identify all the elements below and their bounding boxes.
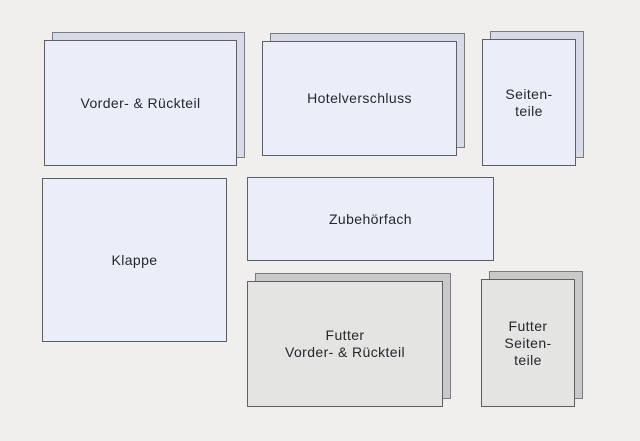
piece-label: Vorder- & Rückteil bbox=[80, 94, 201, 111]
piece-label: Futter Seiten- teile bbox=[504, 317, 552, 368]
pattern-piece-klappe: Klappe bbox=[42, 178, 227, 342]
pattern-piece-hotelverschluss: Hotelverschluss bbox=[262, 33, 465, 156]
pattern-piece-zubehoerfach: Zubehörfach bbox=[247, 177, 494, 261]
pattern-piece-futter-vorder-rueckteil: Futter Vorder- & Rückteil bbox=[247, 273, 451, 407]
piece-face: Futter Vorder- & Rückteil bbox=[247, 281, 443, 407]
piece-label: Futter Vorder- & Rückteil bbox=[284, 327, 406, 360]
pattern-piece-seitenteile: Seiten- teile bbox=[482, 31, 584, 166]
piece-face: Futter Seiten- teile bbox=[481, 279, 575, 407]
piece-label: Seiten- teile bbox=[505, 85, 553, 119]
piece-face: Vorder- & Rückteil bbox=[44, 40, 237, 166]
piece-face: Hotelverschluss bbox=[262, 41, 457, 156]
piece-label: Klappe bbox=[111, 251, 158, 268]
pattern-piece-futter-seitenteile: Futter Seiten- teile bbox=[481, 271, 583, 407]
piece-face: Klappe bbox=[42, 178, 227, 342]
piece-face: Zubehörfach bbox=[247, 177, 494, 261]
piece-label: Hotelverschluss bbox=[307, 90, 412, 106]
pattern-piece-vorder-rueckteil: Vorder- & Rückteil bbox=[44, 32, 245, 166]
piece-label: Zubehörfach bbox=[328, 210, 412, 227]
piece-face: Seiten- teile bbox=[482, 39, 576, 166]
